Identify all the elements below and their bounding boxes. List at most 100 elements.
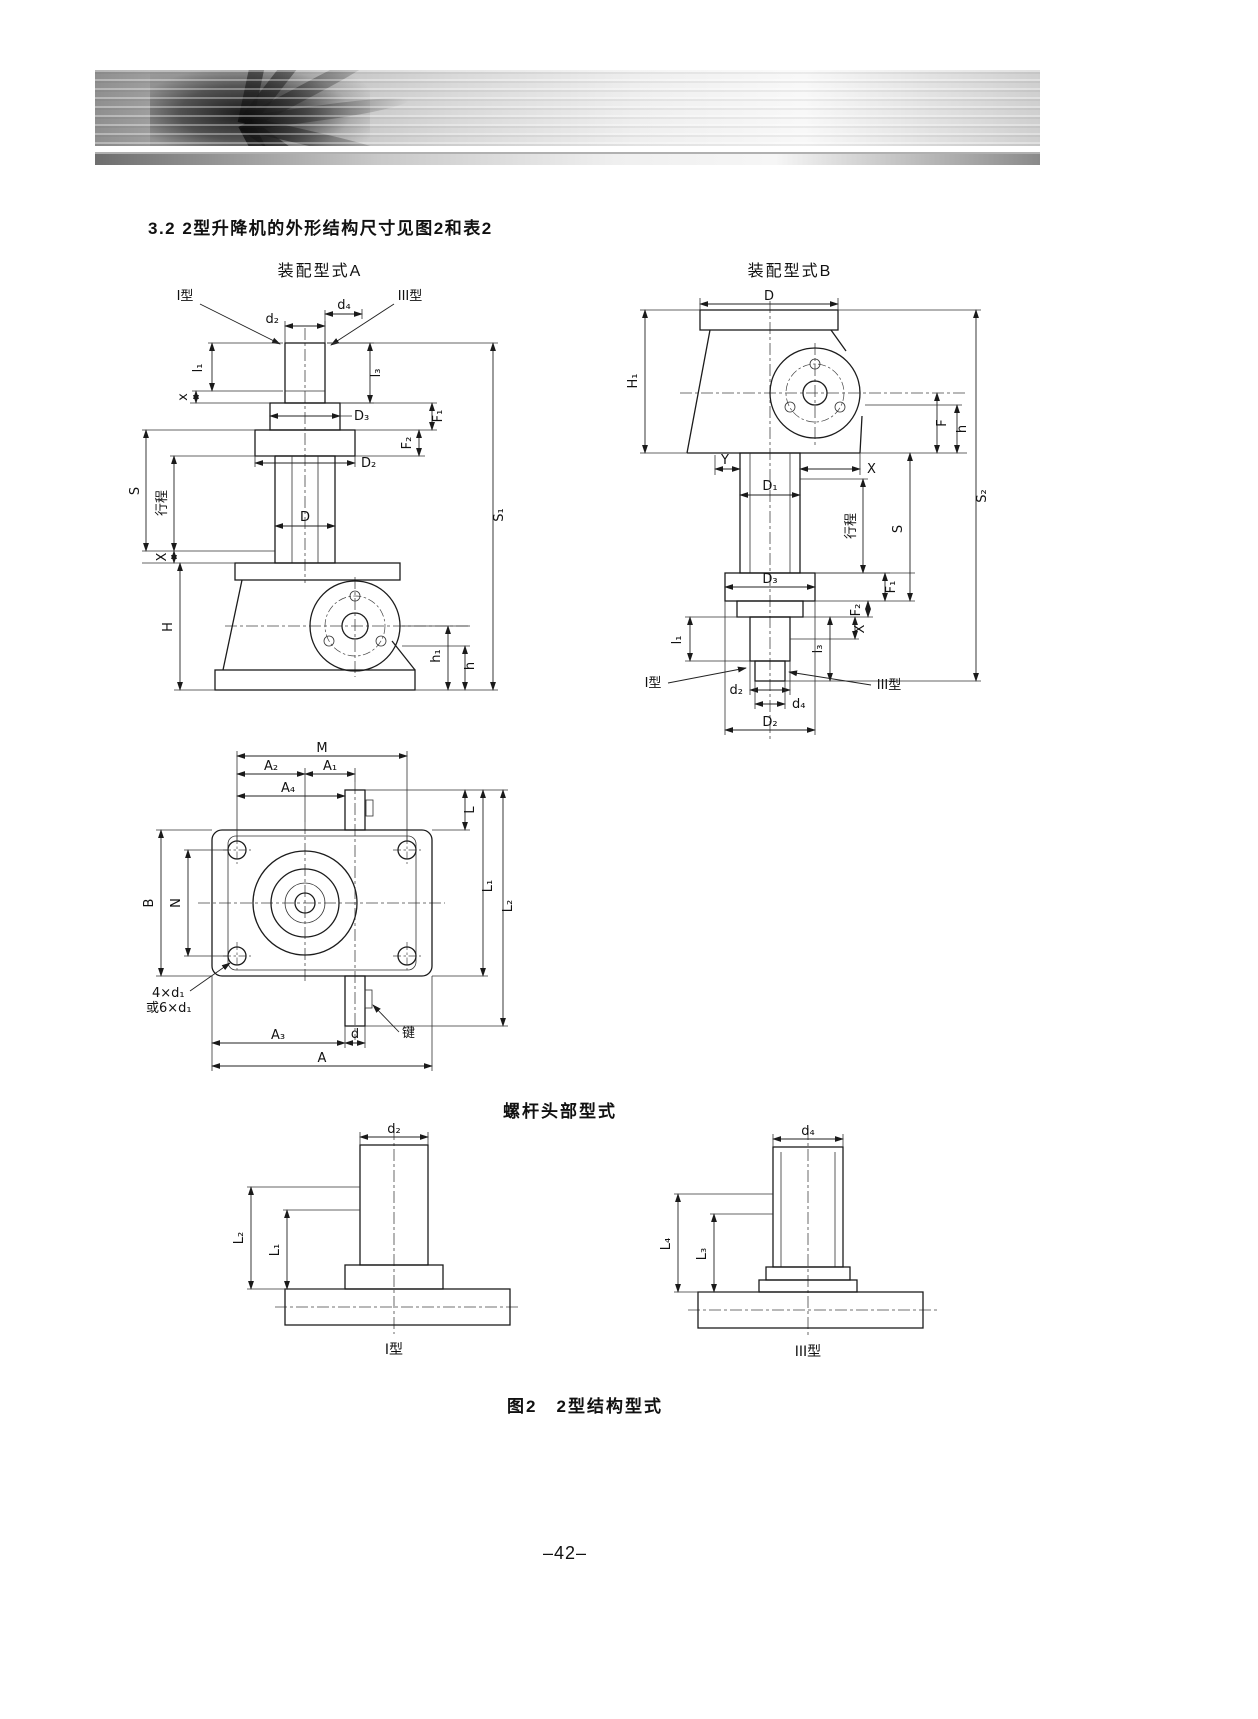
label-type-i: I型 bbox=[645, 676, 662, 691]
dim-label-S: S bbox=[891, 525, 906, 533]
banner-gear-blade bbox=[241, 70, 395, 131]
dimensions: d₂ L₂ L₁ bbox=[232, 1122, 429, 1290]
type-i-caption: I型 bbox=[385, 1342, 403, 1358]
dim-label-L1: L₁ bbox=[481, 880, 496, 892]
section-heading: 3.2 2型升降机的外形结构尺寸见图2和表2 bbox=[148, 219, 493, 238]
banner-gradient-bar bbox=[95, 152, 1040, 165]
dim-label-D1: D₁ bbox=[762, 479, 777, 494]
center-lines bbox=[688, 1128, 938, 1336]
banner-gear-blade bbox=[238, 119, 330, 146]
dim-label-stroke: 行程 bbox=[844, 513, 859, 539]
dim-label-l3: l₃ bbox=[811, 645, 826, 654]
center-lines bbox=[275, 1128, 520, 1334]
dim-label-L1: L₁ bbox=[268, 1244, 283, 1256]
dim-label-N: N bbox=[169, 898, 184, 908]
screw-head-outline bbox=[284, 1144, 511, 1326]
dim-label-h: h bbox=[955, 425, 970, 433]
dim-label-D2: D₂ bbox=[361, 456, 376, 471]
banner-gear-blade bbox=[240, 117, 383, 146]
dim-label-h1: h₁ bbox=[429, 649, 444, 662]
dim-label-A4: A₄ bbox=[281, 781, 295, 796]
dim-label-l1: l₁ bbox=[670, 636, 685, 645]
center-lines bbox=[680, 301, 967, 739]
label-bolt-holes: 4×d₁ bbox=[152, 986, 185, 1001]
label-type-iii: III型 bbox=[398, 289, 423, 304]
dim-label-A3: A₃ bbox=[271, 1028, 285, 1043]
dim-label-A: A bbox=[318, 1051, 327, 1066]
dim-label-d2: d₂ bbox=[387, 1122, 400, 1137]
label-key: 键 bbox=[402, 1026, 415, 1041]
dim-label-F2: F₂ bbox=[849, 604, 864, 617]
housing-outline bbox=[211, 789, 433, 1027]
jack-outline bbox=[686, 309, 863, 682]
assembly-a-title: 装配型式A bbox=[277, 263, 363, 280]
screw-head-type-iii-drawing: d₄ L₄ L₃ III型 bbox=[659, 1124, 938, 1360]
dimensions: d₂ d₄ I型 III型 l₁ x l₃ D₃ F₁ F₂ bbox=[128, 289, 507, 691]
dim-label-d4: d₄ bbox=[337, 298, 350, 313]
dimensions: d₄ L₄ L₃ bbox=[659, 1124, 844, 1293]
dimensions: M A₂ A₁ A₄ L L₁ L₂ B N 4×d₁ 或6×d₁ bbox=[142, 741, 516, 1071]
dimensions: D H₁ F h Y X D₁ 行程 S S₂ bbox=[626, 289, 990, 735]
decorative-banner bbox=[95, 70, 1040, 165]
dim-label-l3: l₃ bbox=[369, 369, 384, 378]
dim-label-d: d bbox=[351, 1027, 359, 1042]
dim-label-X-mid: X bbox=[853, 624, 868, 633]
center-lines bbox=[198, 782, 445, 1040]
top-view-drawing: M A₂ A₁ A₄ L L₁ L₂ B N 4×d₁ 或6×d₁ bbox=[142, 741, 516, 1071]
dim-label-B: B bbox=[142, 899, 157, 908]
label-type-i: I型 bbox=[177, 289, 194, 304]
dim-label-x: x bbox=[176, 393, 191, 401]
dim-label-H1: H₁ bbox=[626, 374, 641, 389]
dim-label-X: X bbox=[155, 552, 170, 561]
banner-gear-blade bbox=[237, 70, 287, 126]
dim-label-M: M bbox=[316, 741, 327, 756]
dim-label-L2: L₂ bbox=[501, 900, 516, 912]
dim-label-L2: L₂ bbox=[232, 1232, 247, 1244]
dim-label-A1: A₁ bbox=[323, 759, 337, 774]
dim-label-D: D bbox=[764, 289, 774, 304]
dim-label-L4: L₄ bbox=[659, 1238, 674, 1250]
dim-label-F: F bbox=[935, 419, 950, 426]
dim-label-l1: l₁ bbox=[191, 364, 206, 373]
dim-label-D: D bbox=[300, 510, 310, 525]
banner-gear-blade bbox=[243, 116, 408, 146]
dim-label-L3: L₃ bbox=[695, 1248, 710, 1260]
dim-label-S1: S₁ bbox=[492, 508, 507, 521]
dim-label-h: h bbox=[463, 662, 478, 670]
dim-label-S: S bbox=[128, 487, 143, 495]
type-iii-caption: III型 bbox=[795, 1344, 821, 1360]
dim-label-A2: A₂ bbox=[264, 759, 278, 774]
dim-label-d4: d₄ bbox=[792, 697, 805, 712]
screw-head-type-i-drawing: d₂ L₂ L₁ I型 bbox=[232, 1122, 520, 1358]
screw-head-outline bbox=[697, 1146, 924, 1329]
banner-gear-hub bbox=[150, 70, 370, 146]
banner-gear-blade bbox=[243, 93, 410, 131]
dim-label-X-top: X bbox=[867, 462, 876, 477]
label-bolt-holes-alt: 或6×d₁ bbox=[146, 1001, 192, 1016]
page-number: –42– bbox=[542, 1543, 588, 1563]
label-type-iii: III型 bbox=[877, 678, 902, 693]
banner-image bbox=[95, 70, 1040, 146]
assembly-b-drawing: D H₁ F h Y X D₁ 行程 S S₂ bbox=[626, 289, 990, 739]
screw-head-heading: 螺杆头部型式 bbox=[503, 1102, 617, 1121]
dim-label-S2: S₂ bbox=[975, 489, 990, 502]
dim-label-H: H bbox=[161, 622, 176, 632]
center-lines bbox=[225, 328, 468, 677]
dim-label-D2: D₂ bbox=[762, 715, 777, 730]
dim-label-stroke: 行程 bbox=[155, 490, 170, 516]
dim-label-F1: F₁ bbox=[431, 410, 446, 423]
figure-caption: 图2 2型结构型式 bbox=[507, 1397, 663, 1416]
dim-label-d2: d₂ bbox=[730, 683, 743, 698]
assembly-a-drawing: d₂ d₄ I型 III型 l₁ x l₃ D₃ F₁ F₂ bbox=[128, 289, 507, 691]
dim-label-F2: F₂ bbox=[400, 437, 415, 450]
dim-label-Y: Y bbox=[720, 453, 729, 468]
banner-gear-blade bbox=[239, 70, 353, 129]
dim-label-D3: D₃ bbox=[762, 572, 777, 587]
dim-label-d4: d₄ bbox=[801, 1124, 814, 1139]
dim-label-d2: d₂ bbox=[266, 312, 279, 327]
dim-label-L: L bbox=[463, 806, 478, 814]
assembly-b-title: 装配型式B bbox=[747, 263, 833, 280]
dim-label-D3: D₃ bbox=[354, 409, 369, 424]
dim-label-F1: F₁ bbox=[884, 581, 899, 594]
